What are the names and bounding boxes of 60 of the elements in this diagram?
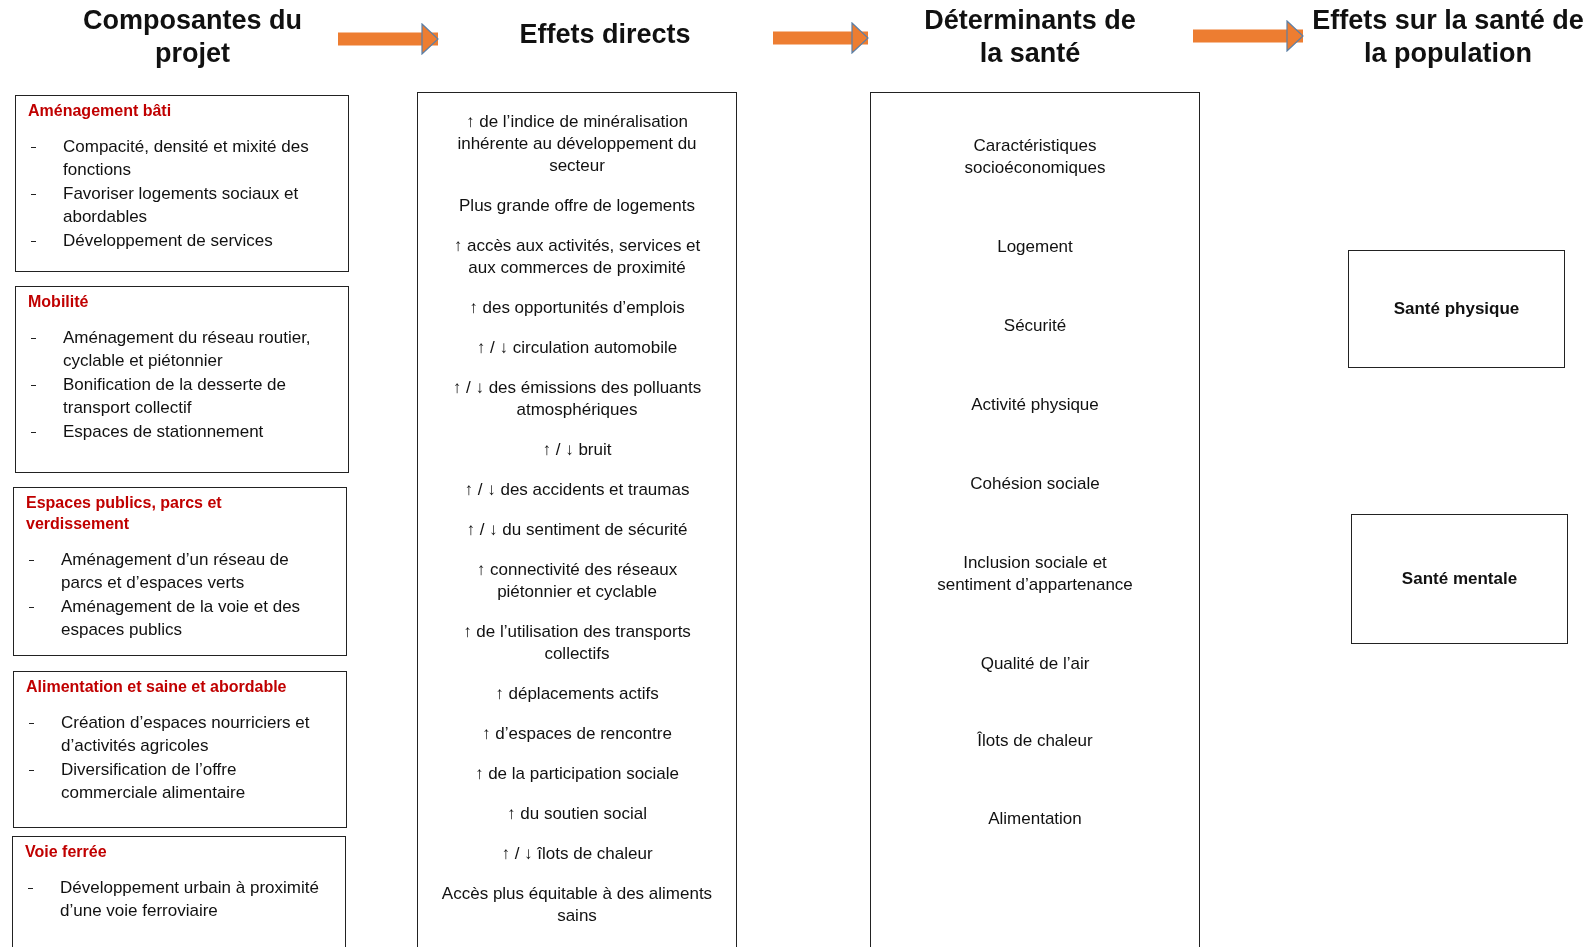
effect-text: Accès plus équitable à des aliments sains [440,883,714,927]
component-box [15,95,349,272]
effect-text: Plus grande offre de logements [459,195,695,217]
outcome-box [1348,250,1565,368]
column-heading: Composantes du projet [50,4,335,74]
section-heading: Alimentation et saine et abordable [26,677,288,697]
determinant-text: Inclusion sociale et sentiment d’appartenance [936,552,1134,596]
determinant-text: Logement [997,236,1073,258]
determinant-text: Caractéristiques socioéconomiques [963,135,1107,179]
arrow [1193,20,1304,52]
component-box [13,487,347,656]
section-heading: Espaces publics, parcs et verdissement [26,493,223,534]
column-heading: Effets directs [440,18,770,58]
effect-text: ↑ de la participation sociale [474,763,680,785]
determinant-text: Sécurité [1003,315,1067,337]
list-item: Aménagement de la voie et des espaces publics [26,595,324,641]
effect-text: ↑ / ↓ des émissions des polluants atmosphériques [451,377,703,421]
list-item: Favoriser logements sociaux et abordables [28,182,326,228]
effect-text: ↑ accès aux activités, services et aux commerces de proximité [452,235,702,279]
column-heading: Déterminants de la santé [870,4,1190,74]
effect-text: ↑ d’espaces de rencontre [482,723,672,745]
list-item: Création d’espaces nourriciers et d’activités agricoles [26,711,324,757]
effect-text: ↑ / ↓ du sentiment de sécurité [466,519,688,541]
effect-text: ↑ / ↓ des accidents et traumas [464,479,690,501]
list-item: Compacité, densité et mixité des fonctions [28,135,326,181]
list-item: Développement urbain à proximité d’une voie ferroviaire [25,876,323,922]
list-item: Aménagement du réseau routier, cyclable et piétonnier [28,326,326,372]
effect-text: ↑ connectivité des réseaux piétonnier et cyclable [475,559,679,603]
outcome-label: Santé physique [1393,299,1520,319]
arrow [338,23,439,55]
determinant-text: Qualité de l’air [980,653,1090,675]
effect-text: ↑ / ↓ bruit [542,439,612,461]
outcome-label: Santé mentale [1401,569,1518,589]
list-item: Aménagement d’un réseau de parcs et d’espaces verts [26,548,324,594]
section-heading: Voie ferrée [25,842,108,862]
effect-text: ↑ des opportunités d’emplois [469,297,685,319]
effect-text: ↑ de l’utilisation des transports collectifs [462,621,692,665]
component-box [13,671,347,828]
list-item: Espaces de stationnement [28,420,326,443]
determinant-text: Îlots de chaleur [977,730,1093,752]
effect-text: ↑ déplacements actifs [495,683,659,705]
effect-text: ↑ du soutien social [507,803,647,825]
section-heading: Mobilité [28,292,90,312]
effect-text: ↑ / ↓ circulation automobile [476,337,678,359]
section-heading: Aménagement bâti [28,101,173,121]
determinant-text: Cohésion sociale [970,473,1100,495]
effect-text: ↑ de l’indice de minéralisation inhérente au développement du secteur [456,111,698,177]
column-heading: Effets sur la santé de la population [1305,4,1591,74]
outcome-box [1351,514,1568,644]
effect-text: ↑ / ↓ îlots de chaleur [501,843,653,865]
component-box [15,286,349,473]
arrow [773,22,869,54]
determinant-text: Activité physique [971,394,1099,416]
list-item: Diversification de l’offre commerciale alimentaire [26,758,324,804]
list-item: Bonification de la desserte de transport collectif [28,373,326,419]
component-box [12,836,346,947]
determinant-text: Alimentation [988,808,1082,830]
effects-box [417,92,737,947]
determinants-box [870,92,1200,947]
list-item: Développement de services [28,229,326,252]
